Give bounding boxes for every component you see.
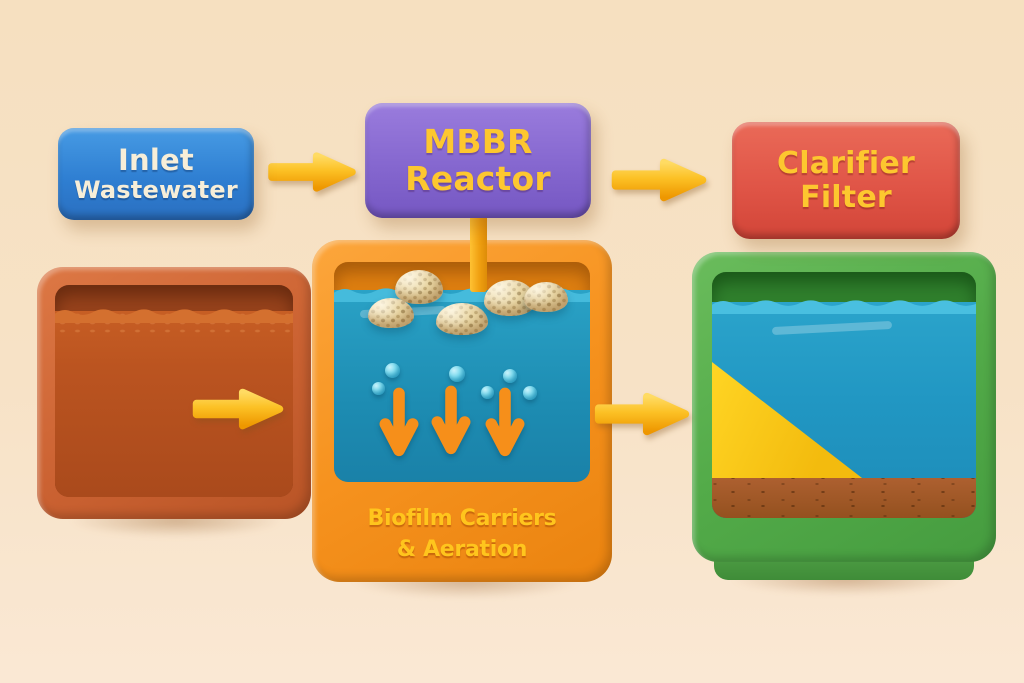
flow-arrow-reactor-to-clarifier-icon xyxy=(611,158,707,202)
label-line-1: Clarifier xyxy=(777,145,915,181)
clarifier-tank xyxy=(692,252,996,562)
water-highlight xyxy=(771,320,893,336)
caption-line-1: Biofilm Carriers xyxy=(367,506,557,531)
biofilm-carrier xyxy=(395,270,443,304)
aeration-arrow-icon xyxy=(485,387,525,457)
tank-interior xyxy=(712,272,976,518)
label-clarifier-filter: Clarifier Filter xyxy=(732,122,960,239)
biofilm-carrier xyxy=(368,298,414,328)
air-bubble-icon xyxy=(481,386,494,399)
mbbr-tank-caption: Biofilm Carriers & Aeration xyxy=(312,503,612,565)
aeration-arrow-icon xyxy=(431,385,471,455)
air-bubble-icon xyxy=(523,386,537,400)
sludge-layer xyxy=(712,478,976,518)
label-line-1: Inlet xyxy=(118,143,194,178)
liquid-surface-wave xyxy=(55,309,293,323)
aeration-arrow-icon xyxy=(379,387,419,457)
label-mbbr-reactor: MBBR Reactor xyxy=(365,103,591,218)
biofilm-carrier xyxy=(524,282,568,312)
label-line-2: Wastewater xyxy=(74,175,238,204)
label-line-2: Filter xyxy=(800,179,892,215)
label-line-1: MBBR xyxy=(423,121,533,161)
flow-arrow-tank1-to-tank2-icon xyxy=(192,388,284,430)
sign-post xyxy=(470,212,487,292)
mbbr-reactor-tank: Biofilm Carriers & Aeration xyxy=(312,240,612,582)
biofilm-carrier xyxy=(436,303,488,335)
flow-arrow-inlet-to-reactor-icon xyxy=(268,152,356,192)
air-bubble-icon xyxy=(449,366,465,382)
label-line-2: Reactor xyxy=(405,158,551,198)
air-bubble-icon xyxy=(372,382,385,395)
tank-interior xyxy=(334,262,590,482)
water-surface-wave xyxy=(712,300,976,314)
air-bubble-icon xyxy=(385,363,400,378)
filter-wedge xyxy=(712,362,862,478)
flow-arrow-tank2-to-tank3-icon xyxy=(594,392,690,436)
label-inlet-wastewater: Inlet Wastewater xyxy=(58,128,254,220)
air-bubble-icon xyxy=(503,369,517,383)
caption-line-2: & Aeration xyxy=(396,537,528,562)
